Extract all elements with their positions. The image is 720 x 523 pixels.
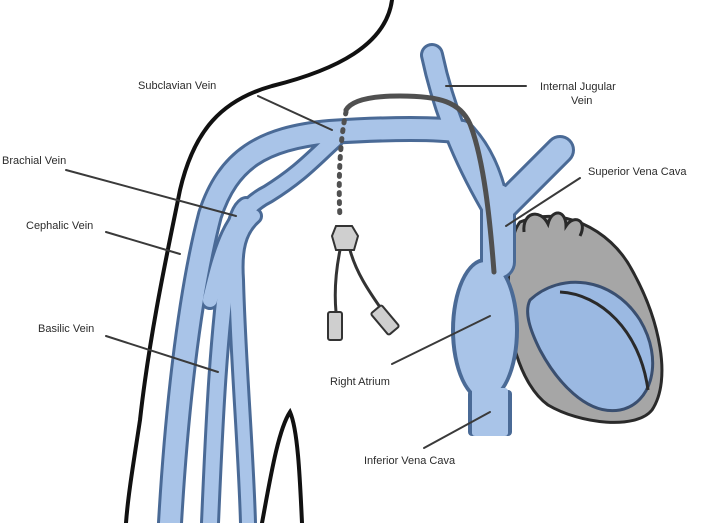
ventricle-septum [559, 290, 650, 391]
label-inferior-vena-cava: Inferior Vena Cava [364, 455, 456, 467]
catheter-lumen-right [348, 249, 384, 311]
label-brachial-vein: Brachial Vein [2, 155, 66, 167]
aortic-arch [522, 211, 584, 237]
catheter-line [343, 93, 497, 275]
label-internal-jugular-vein-line1: Internal Jugular [540, 81, 616, 93]
catheter-clamp-right [370, 304, 400, 336]
label-internal-jugular-vein-line2: Vein [571, 95, 592, 107]
leader-brachial [65, 169, 237, 217]
vein-network [157, 43, 575, 523]
right-ventricle [526, 280, 655, 413]
leader-inferior-vena-cava [423, 411, 491, 449]
catheter-clamp-left [327, 311, 343, 341]
catheter-hub [330, 225, 360, 251]
leader-cephalic [105, 231, 181, 255]
leader-right-atrium [391, 315, 491, 365]
catheter [327, 93, 497, 341]
right-atrium-shape [455, 262, 515, 398]
catheter-tunnel-dotted [336, 109, 349, 221]
leader-lines [65, 85, 581, 449]
leader-subclavian [257, 95, 333, 131]
labels: Subclavian Vein Internal Jugular Vein Br… [2, 80, 687, 467]
shoulder-outline [124, 0, 394, 523]
label-right-atrium: Right Atrium [330, 376, 390, 388]
armpit-outline [260, 407, 304, 523]
leader-superior-vena-cava [505, 177, 581, 227]
label-subclavian-vein: Subclavian Vein [138, 80, 216, 92]
heart [506, 211, 664, 424]
label-basilic-vein: Basilic Vein [38, 323, 94, 335]
leader-basilic [105, 335, 219, 373]
label-cephalic-vein: Cephalic Vein [26, 220, 93, 232]
catheter-lumen-left [333, 249, 342, 313]
label-superior-vena-cava: Superior Vena Cava [588, 166, 687, 178]
